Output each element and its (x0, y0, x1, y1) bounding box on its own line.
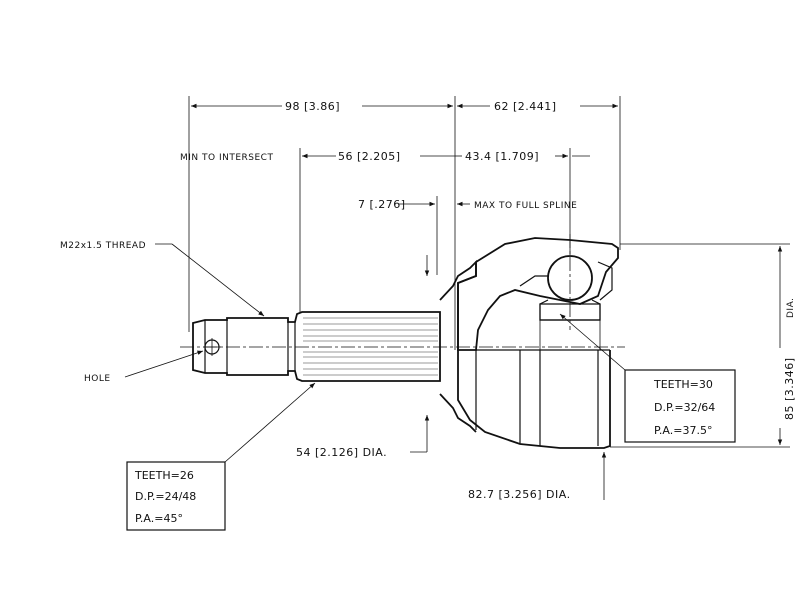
outer-spline-dp: D.P.=24/48 (135, 490, 196, 503)
dim-overall-right: 62 [2.441] (494, 100, 557, 113)
inner-race-and-ball (519, 255, 613, 350)
inner-spline-dp: D.P.=32/64 (654, 401, 715, 414)
dim-hole: HOLE (84, 374, 111, 384)
dim-thread: M22x1.5 THREAD (60, 241, 146, 251)
dimension-lines (191, 103, 783, 500)
stub-shaft (192, 311, 441, 382)
dim-housing-dia: 82.7 [3.256] DIA. (468, 488, 571, 501)
outer-spline-teeth: TEETH=26 (134, 469, 194, 482)
dim-spline-length: 56 [2.205] (338, 150, 401, 163)
dim-center-offset: 43.4 [1.709] (465, 150, 539, 163)
cv-housing (457, 237, 619, 449)
shaft-spline-teeth (303, 317, 438, 376)
dim-outer-dia: 85 [3.346] (783, 357, 796, 420)
outer-spline-spec-box: TEETH=26 D.P.=24/48 P.A.=45° (126, 461, 226, 531)
dim-seal-dia: 54 [2.126] DIA. (296, 446, 387, 459)
dim-min-to-intersect: MIN TO INTERSECT (180, 153, 273, 163)
inner-spline-spec-box: TEETH=30 D.P.=32/64 P.A.=37.5° (624, 369, 736, 443)
dim-overall-left: 98 [3.86] (285, 100, 340, 113)
inner-spline-teeth: TEETH=30 (653, 378, 713, 391)
leader-lines (124, 243, 626, 463)
outer-spline-pa: P.A.=45° (135, 512, 183, 525)
dim-outer-dia-suffix: DIA. (786, 298, 796, 318)
dim-spline-gap: 7 [.276] (358, 198, 406, 211)
dim-max-to-full-spline: MAX TO FULL SPLINE (474, 201, 577, 211)
dimension-labels: 98 [3.86] 62 [2.441] MIN TO INTERSECT 56… (60, 100, 796, 501)
extension-lines (188, 96, 790, 448)
inner-spline-pa: P.A.=37.5° (654, 424, 712, 437)
